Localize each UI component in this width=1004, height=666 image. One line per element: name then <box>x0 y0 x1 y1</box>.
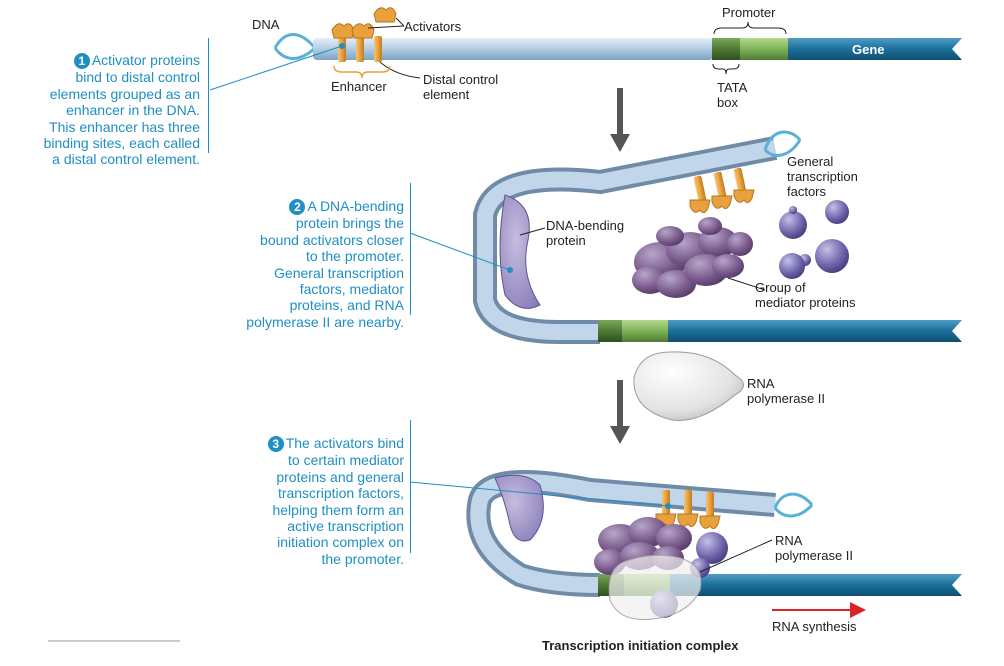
mediator-proteins-2 <box>632 217 753 298</box>
label-distal-control-element: Distal control element <box>423 72 499 102</box>
enhancer-band-3b <box>684 490 692 516</box>
activator-bound-3c <box>699 515 721 530</box>
promoter-brace <box>713 21 787 35</box>
activators-leader-2 <box>367 25 405 29</box>
activator-bound-3b <box>677 513 699 528</box>
step-number-2: 2 <box>289 199 306 216</box>
panel-1 <box>209 7 962 91</box>
caption-2-bar <box>410 183 411 315</box>
promoter-region-2 <box>622 320 668 342</box>
rna-polymerase-2-bound <box>608 554 702 620</box>
dna-loop-2-inner <box>477 140 777 340</box>
label-promoter: Promoter <box>722 5 776 20</box>
activator-protein-1 <box>331 23 355 39</box>
dna-helix-end-2 <box>763 130 802 157</box>
dna-helix-end-1 <box>273 33 317 60</box>
activator-bound-2c <box>733 189 755 204</box>
activators-leader <box>395 17 405 27</box>
panel-3 <box>409 470 962 620</box>
gene-region-1 <box>788 38 938 60</box>
label-tata-box: TATA box <box>717 80 748 110</box>
promoter-region-1 <box>740 38 788 60</box>
label-rna-polymerase-2: RNA polymerase II <box>775 533 854 563</box>
down-arrow-1 <box>610 88 630 152</box>
gene-fade-3 <box>940 574 962 596</box>
dna-tube-light-1 <box>313 38 713 60</box>
gene-fade-1 <box>938 38 962 60</box>
caption-step-1-text: Activator proteins bind to distal contro… <box>43 52 200 168</box>
activator-protein-3 <box>373 7 397 23</box>
distal-element-leader <box>379 61 421 79</box>
enhancer-brace <box>333 65 391 79</box>
label-general-transcription-factors: General transcription factors <box>787 154 858 199</box>
label-enhancer: Enhancer <box>331 79 387 94</box>
tata-box-1 <box>712 38 740 60</box>
caption-1-connector <box>209 45 343 91</box>
label-dna: DNA <box>252 17 280 32</box>
general-transcription-factors-2 <box>779 200 849 279</box>
dna-bending-protein-3 <box>494 474 544 542</box>
dna-bending-protein-2 <box>499 194 541 309</box>
tata-box-2 <box>598 320 622 342</box>
step-number-1: 1 <box>73 53 90 70</box>
distal-control-element-3 <box>374 36 382 62</box>
caption-3-dot <box>665 503 671 509</box>
activator-bound-2a <box>689 199 711 214</box>
label-rna-synthesis: RNA synthesis <box>772 619 857 634</box>
label-activators: Activators <box>404 19 462 34</box>
gene-region-2 <box>668 320 940 342</box>
enhancer-band-2c <box>733 167 747 195</box>
mediator-leader <box>727 277 766 291</box>
caption-step-2-text: A DNA-bending protein brings the bound a… <box>246 198 404 330</box>
rna-polymerase-2-floating <box>633 351 744 421</box>
caption-3-connector <box>409 481 669 507</box>
caption-step-3-text: The activators bind to certain mediator … <box>272 435 404 567</box>
caption-2-dot <box>507 267 513 273</box>
activator-protein-2 <box>351 23 375 39</box>
gene-fade-2 <box>940 320 962 342</box>
panel-2 <box>409 130 962 344</box>
dna-helix-end-3 <box>773 492 814 518</box>
label-rna-polymerase-1: RNA polymerase II <box>747 376 826 406</box>
caption-1-bar <box>208 38 209 153</box>
enhancer-band-2b <box>713 171 727 199</box>
caption-2-connector <box>409 232 511 271</box>
enhancer-band-2a <box>693 175 707 203</box>
label-gene: Gene <box>852 42 885 57</box>
label-transcription-initiation-complex: Transcription initiation complex <box>542 638 739 653</box>
tata-brace <box>712 63 740 75</box>
label-group-of-mediator-proteins: Group of mediator proteins <box>755 280 856 310</box>
label-dna-bending-protein: DNA-bending protein <box>546 218 625 248</box>
down-arrow-2 <box>610 380 630 444</box>
enhancer-band-3a <box>662 490 670 516</box>
distal-control-element-2 <box>356 36 364 62</box>
caption-1-dot <box>339 43 345 49</box>
enhancer-band-3c <box>706 492 714 518</box>
activator-bound-2b <box>711 195 733 210</box>
bending-protein-leader <box>519 227 546 236</box>
gene-region-3 <box>670 574 940 596</box>
step-number-3: 3 <box>267 436 284 453</box>
polymerase-leader <box>699 539 773 573</box>
caption-3-bar <box>410 420 411 553</box>
